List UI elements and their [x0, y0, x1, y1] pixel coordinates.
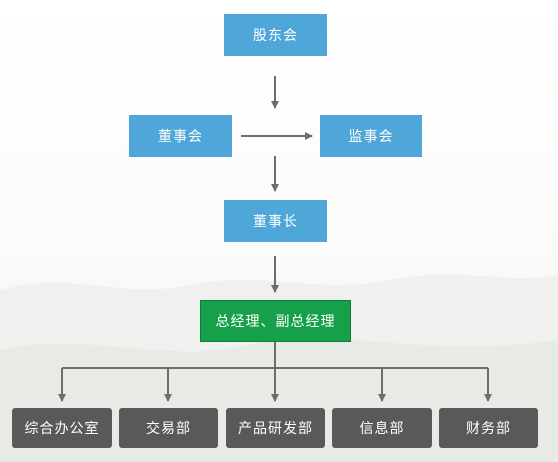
node-label: 监事会	[348, 129, 394, 145]
node-label: 交易部	[146, 421, 191, 437]
node-label: 产品研发部	[238, 421, 313, 437]
node-board-of-supervisors: 监事会	[320, 115, 422, 157]
node-label: 董事会	[158, 129, 203, 145]
node-label: 财务部	[466, 421, 511, 437]
node-department: 综合办公室	[12, 408, 112, 448]
node-label: 股东会	[253, 28, 298, 44]
node-label: 总经理、副总经理	[215, 314, 336, 330]
node-department: 产品研发部	[226, 408, 325, 448]
node-department: 交易部	[119, 408, 218, 448]
node-label: 董事长	[253, 214, 298, 230]
node-general-manager: 总经理、副总经理	[200, 300, 351, 342]
node-board-of-directors: 董事会	[129, 115, 232, 157]
node-shareholders-meeting: 股东会	[224, 14, 327, 56]
node-department: 信息部	[332, 408, 432, 448]
node-chairman: 董事长	[224, 200, 327, 242]
node-label: 综合办公室	[24, 421, 100, 437]
node-label: 信息部	[359, 421, 405, 437]
node-department: 财务部	[439, 408, 538, 448]
